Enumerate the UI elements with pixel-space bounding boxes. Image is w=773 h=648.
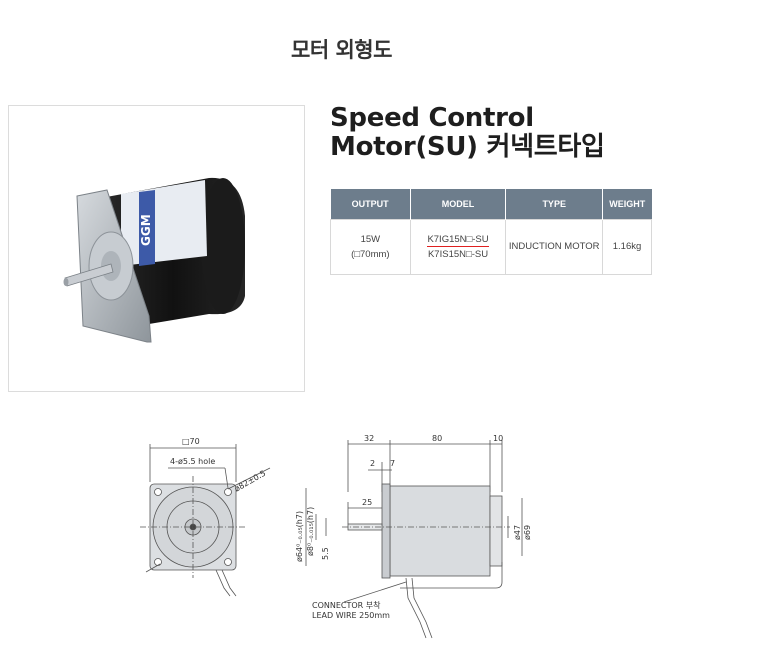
dim-flange-length: 32 [364, 434, 374, 443]
dim-25: 25 [362, 498, 372, 507]
dim-front-width: □70 [182, 437, 200, 446]
lead-wire-note: LEAD WIRE 250mm [312, 611, 390, 620]
dim-2: 2 [370, 459, 375, 468]
table-row: 15W (□70mm) K7IG15N□-SU K7IS15N□-SU INDU… [330, 218, 652, 275]
model-shaft: K7IS15N□-SU [427, 248, 489, 260]
cell-output: 15W (□70mm) [330, 218, 411, 275]
output-size: (□70mm) [351, 248, 390, 260]
model-gear: K7IG15N□-SU [427, 233, 489, 247]
cell-model: K7IG15N□-SU K7IS15N□-SU [409, 218, 507, 275]
dim-rear-d1: ø47 [513, 525, 522, 540]
product-title-line1: Speed Control [330, 103, 534, 133]
dim-pcd: ø82±0.5 [233, 469, 267, 494]
dim-rear-d2: ø69 [523, 525, 532, 540]
dim-body-length: 80 [432, 434, 442, 443]
dimension-drawing: □70 4-ø5.5 hole ø82±0.5 32 80 10 2 7 25 … [130, 432, 550, 644]
header-weight: WEIGHT [602, 189, 652, 219]
spec-table: OUTPUT MODEL TYPE WEIGHT 15W (□70mm) K7I… [330, 189, 652, 275]
product-title-line2: Motor(SU) 커넥트타입 [330, 132, 605, 162]
output-value: 15W [360, 233, 381, 245]
section-title: 모터 외형도 [291, 38, 392, 62]
dimension-drawing-svg: □70 4-ø5.5 hole ø82±0.5 32 80 10 2 7 25 … [140, 434, 532, 639]
dim-7: 7 [390, 459, 395, 468]
header-output: OUTPUT [330, 189, 411, 219]
motor-photo-image: GGM [63, 177, 245, 343]
cell-type: INDUCTION MOTOR [505, 218, 604, 275]
connector-note: CONNECTOR 부착 [312, 601, 381, 610]
dim-pilot-dia: ø8⁰₋₀.₀₁₅(h7) [306, 507, 315, 556]
header-model: MODEL [410, 189, 507, 219]
dim-shaft-dia: ø64⁰₋₀.₀₅(h7) [295, 511, 304, 562]
spec-header-row: OUTPUT MODEL TYPE WEIGHT [330, 189, 652, 219]
product-title: Speed Control Motor(SU) 커넥트타입 [330, 104, 750, 162]
motor-label-text: GGM [139, 214, 153, 246]
header-type: TYPE [505, 189, 604, 219]
dim-hole-note: 4-ø5.5 hole [170, 457, 215, 466]
dim-5-5: 5.5 [321, 547, 330, 560]
dim-rear-length: 10 [493, 434, 503, 443]
cell-weight: 1.16kg [602, 218, 652, 275]
motor-photo: GGM [8, 105, 305, 392]
